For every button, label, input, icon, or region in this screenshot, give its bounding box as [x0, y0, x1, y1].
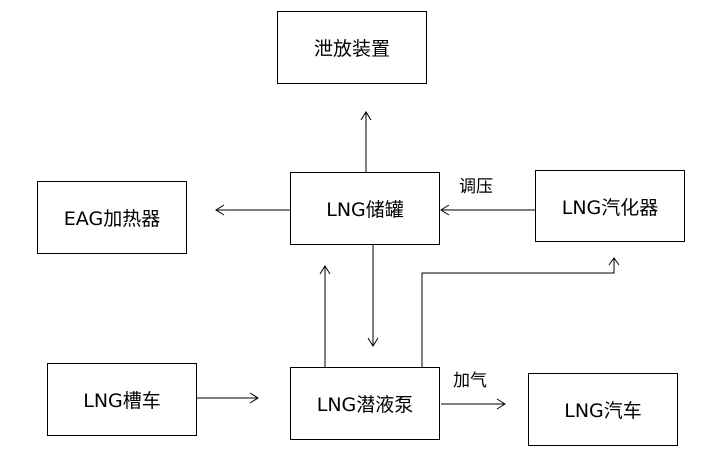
node-lng-tank-label: LNG储罐: [326, 199, 404, 221]
node-lng-vehicle: LNG汽车: [528, 373, 678, 446]
node-lng-tank: LNG储罐: [290, 172, 440, 245]
node-eag-heater: EAG加热器: [37, 181, 187, 254]
arrowhead-pump-from-tank: [367, 337, 379, 347]
arrowhead-vaporizer: [608, 257, 620, 266]
node-eag-heater-label: EAG加热器: [63, 208, 161, 230]
edge-label-pressure-regulation: 调压: [459, 177, 493, 197]
node-lng-vaporizer-label: LNG汽化器: [561, 196, 659, 219]
node-vent-label: 泄放装置: [313, 38, 390, 60]
node-lng-trailer: LNG槽车: [47, 363, 197, 436]
node-lng-vehicle-label: LNG汽车: [564, 400, 642, 422]
arrowhead-tank-from-pump: [319, 265, 331, 275]
node-lng-vaporizer: LNG汽化器: [535, 170, 685, 242]
node-lng-trailer-label: LNG槽车: [83, 390, 161, 412]
edge-label-refueling: 加气: [453, 371, 487, 391]
node-vent: 泄放装置: [277, 11, 427, 84]
node-lng-pump-label: LNG潜液泵: [316, 394, 414, 416]
arrowhead-pump-from-trailer: [249, 392, 259, 404]
node-lng-pump: LNG潜液泵: [290, 367, 440, 440]
arrowhead-tank-from-vaporizer: [440, 204, 450, 216]
arrowhead-vent: [360, 111, 372, 121]
arrowhead-vehicle: [496, 398, 506, 410]
arrow-pump-to-vaporizer: [421, 258, 615, 367]
arrowhead-eag: [215, 204, 225, 216]
